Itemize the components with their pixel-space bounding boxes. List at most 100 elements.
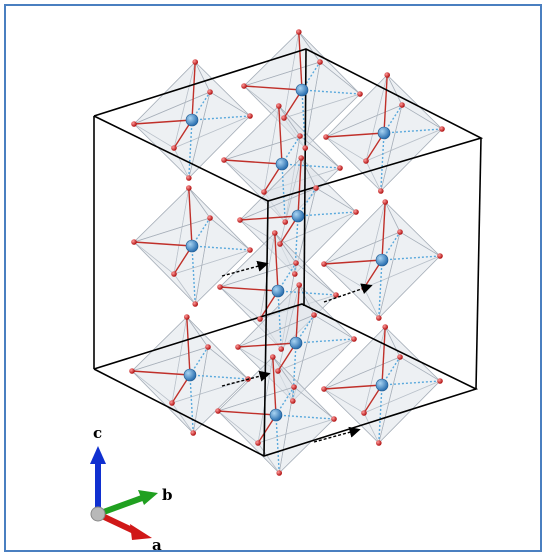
oxygen-atom <box>296 29 302 35</box>
oxygen-atom <box>186 185 192 191</box>
oxygen-atom <box>353 209 359 215</box>
atoms-layer <box>129 29 445 476</box>
blue-bond <box>281 163 341 169</box>
oxygen-atom <box>131 239 137 245</box>
blue-bond <box>301 89 361 95</box>
oxygen-atom <box>297 133 303 139</box>
oxygen-atom <box>257 316 263 322</box>
oxygen-atom <box>399 102 405 108</box>
metal-atom <box>185 113 199 127</box>
metal-atom <box>185 239 199 253</box>
displacement-arrow <box>313 426 361 443</box>
red-bond <box>272 356 277 416</box>
metal-atom <box>375 253 389 267</box>
oxygen-atom <box>384 72 391 78</box>
oxygen-atom <box>357 91 363 97</box>
blue-bond <box>277 290 282 350</box>
oxygen-atom <box>281 115 287 121</box>
blue-bond <box>295 338 355 344</box>
oxygen-atom <box>190 430 196 436</box>
oxygen-atom <box>261 189 267 195</box>
oxygen-atom <box>376 315 382 321</box>
crystal-structure-diagram: c b a <box>90 29 484 554</box>
oxygen-atom <box>282 219 289 225</box>
blue-bond <box>191 115 251 121</box>
blue-bond <box>275 414 280 474</box>
blue-bond <box>191 245 196 305</box>
red-bond <box>381 201 386 261</box>
oxygen-atom <box>351 336 357 342</box>
blue-bond <box>380 132 385 192</box>
oxygen-atom <box>337 165 343 171</box>
blue-bond <box>275 414 335 420</box>
oxygen-atom <box>129 368 135 374</box>
oxygen-atom <box>296 282 303 288</box>
metal-atom <box>271 284 285 298</box>
red-bond <box>131 370 191 376</box>
oxygen-atom <box>169 400 175 406</box>
blue-bond <box>297 211 357 217</box>
red-bond <box>186 316 191 376</box>
red-bond <box>217 410 277 416</box>
red-bond <box>297 157 302 217</box>
oxygen-atom <box>311 312 317 318</box>
displacement-arrow <box>323 283 373 303</box>
oxygen-atom <box>270 354 276 360</box>
oxygen-atom <box>205 344 211 350</box>
blue-bond <box>381 255 441 261</box>
blue-bond <box>378 259 383 319</box>
metal-atom <box>295 83 309 97</box>
oxygen-atom <box>171 145 177 151</box>
oxygen-atom <box>241 83 247 89</box>
metal-atom <box>291 209 305 223</box>
red-bond <box>383 74 388 134</box>
metal-atom <box>377 126 391 140</box>
red-bond <box>237 342 297 348</box>
oxygen-atom <box>376 440 382 446</box>
blue-bond <box>277 290 337 296</box>
oxygen-atom <box>275 368 281 374</box>
red-bond <box>188 187 193 247</box>
oxygen-atom <box>221 157 227 163</box>
oxygen-atom <box>192 59 198 65</box>
oxygen-atom <box>437 378 443 384</box>
blue-bond <box>292 342 297 402</box>
red-bond <box>381 326 386 386</box>
oxygen-atom <box>363 158 369 164</box>
blue-bond <box>378 384 383 444</box>
oxygen-atom <box>276 470 283 476</box>
unit-cell-edge <box>475 137 482 390</box>
red-bond <box>191 61 196 121</box>
oxygen-atom <box>333 292 339 298</box>
oxygen-atom <box>278 346 285 352</box>
red-bond <box>295 284 300 344</box>
oxygen-atom <box>186 175 192 181</box>
oxygen-atom <box>293 260 299 266</box>
octahedron-face <box>323 231 401 319</box>
oxygen-atom <box>321 261 327 267</box>
metal-atom <box>289 336 303 350</box>
metal-atom <box>375 378 389 392</box>
oxygen-atom <box>276 103 282 109</box>
red-bond <box>274 232 279 292</box>
oxygen-atom <box>247 113 253 119</box>
axis-origin-sphere <box>90 506 106 522</box>
oxygen-atom <box>361 410 367 416</box>
blue-bond <box>281 163 286 223</box>
c-axis-label: c <box>93 424 102 442</box>
axis-triad: c b a <box>90 424 173 554</box>
oxygen-atom <box>317 59 323 65</box>
red-bond <box>219 286 279 292</box>
oxygen-atom <box>290 398 296 404</box>
octahedron-face <box>133 91 211 179</box>
octahedron-face <box>325 104 403 192</box>
displacement-arrow <box>221 370 271 387</box>
a-axis-label: a <box>152 536 162 554</box>
oxygen-atom <box>378 188 384 194</box>
oxygen-atom <box>382 199 389 205</box>
blue-bond <box>381 380 441 386</box>
oxygen-atom <box>192 301 198 307</box>
oxygen-atom <box>302 145 309 151</box>
metal-atom <box>269 408 283 422</box>
oxygen-atom <box>207 89 213 95</box>
